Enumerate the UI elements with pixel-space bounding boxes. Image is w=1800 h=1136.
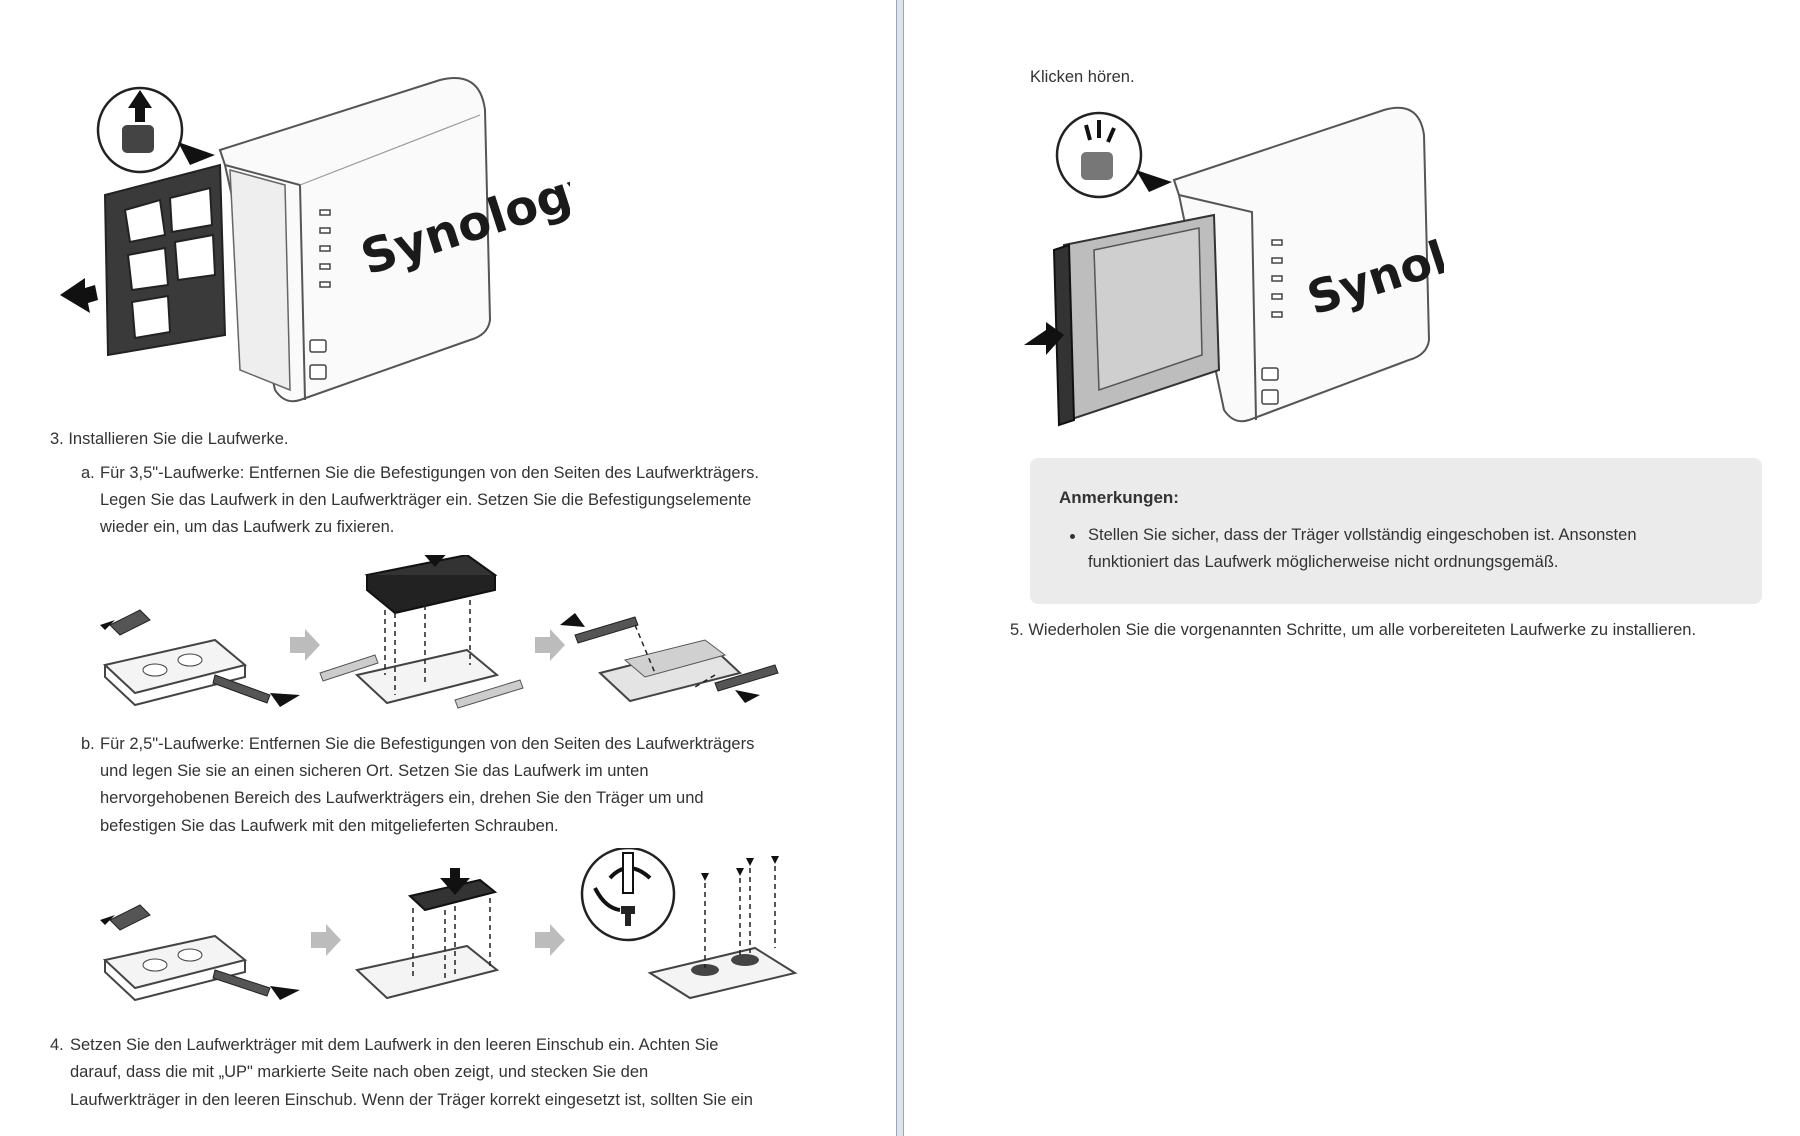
step-4-line-3: Laufwerkträger in den leeren Einschub. W…: [70, 1091, 753, 1109]
note-box: [1030, 458, 1762, 604]
install-35-drive-illustration: [100, 555, 779, 709]
step-4-line-1: Setzen Sie den Laufwerkträger mit dem La…: [70, 1036, 719, 1054]
note-bullet: [1070, 534, 1075, 539]
step-3a-line-1: Für 3,5"-Laufwerke: Entfernen Sie die Be…: [100, 464, 759, 482]
step-3a-marker: a.: [81, 464, 95, 482]
nas-insert-tray-illustration: Synology: [1024, 106, 1444, 427]
step-3a-line-2: Legen Sie das Laufwerk in den Laufwerktr…: [100, 491, 752, 509]
page-divider: [896, 0, 904, 1136]
note-line-2: funktioniert das Laufwerk möglicherweise…: [1088, 553, 1559, 571]
step-3b-line-1: Für 2,5"-Laufwerke: Entfernen Sie die Be…: [100, 735, 755, 753]
step-4-marker: 4.: [50, 1036, 64, 1054]
step-3-text: 3. Installieren Sie die Laufwerke.: [50, 430, 289, 448]
left-page: Synology 3. Installieren Sie die Laufwer…: [0, 0, 896, 1136]
note-line-1: Stellen Sie sicher, dass der Träger voll…: [1088, 526, 1637, 544]
step-3a-line-3: wieder ein, um das Laufwerk zu fixieren.: [100, 518, 395, 536]
nas-remove-tray-illustration: Synology: [60, 77, 570, 403]
note-title: Anmerkungen:: [1059, 488, 1179, 507]
step-3b-line-3: hervorgehobenen Bereich des Laufwerkträg…: [100, 789, 704, 807]
step-3b-line-2: und legen Sie sie an einen sicheren Ort.…: [100, 762, 649, 780]
step-3b-marker: b.: [81, 735, 95, 753]
right-page: Klicken hören. Synology Anmerkungen: Ste…: [904, 0, 1800, 1136]
continued-text: Klicken hören.: [1030, 68, 1135, 86]
step-5-text: 5. Wiederholen Sie die vorgenannten Schr…: [1010, 621, 1697, 639]
install-25-drive-illustration: [100, 848, 798, 1002]
step-4-line-2: darauf, dass die mit „UP" markierte Seit…: [70, 1063, 649, 1081]
step-3b-line-4: befestigen Sie das Laufwerk mit den mitg…: [100, 817, 559, 835]
